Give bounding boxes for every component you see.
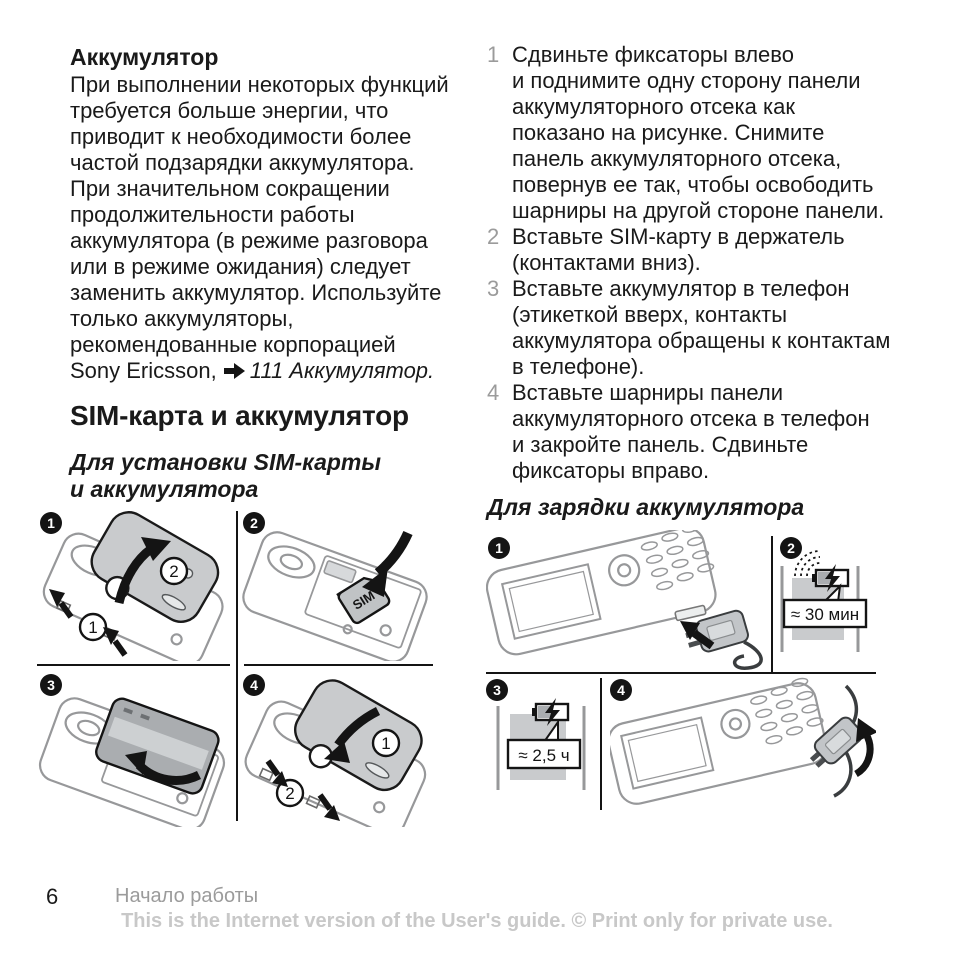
phone-battery-insert-illustration [38,697,226,827]
latch-arrow-icon [58,601,74,619]
step-number: 2 [487,224,500,249]
insert-arrow-icon [374,530,413,577]
figure-badge: 2 [780,537,802,559]
battery-section-heading: Аккумулятор [70,44,219,70]
figure-charge-4-disconnect: 4 [610,676,876,816]
charger-plug [809,716,864,768]
left-column: Аккумулятор При выполнении некоторых фун… [70,42,475,503]
list-item: 2 Вставьте SIM-карту в держатель (контак… [487,224,917,276]
figure-charge-2-wait-30min: 2 ≈ 30 мин [776,530,874,670]
figure-step-1-remove-cover: 1 2 1 [37,505,234,661]
install-subheading: Для установки SIM-карты и аккумулятора [70,449,382,502]
phone-charger-connect-illustration [486,530,763,670]
figure-step-4-close-cover: 4 1 2 [240,669,433,827]
reference-text: 111 Аккумулятор. [249,358,435,383]
figure-badge: 3 [486,679,508,701]
battery-paragraph: При выполнении некоторых функций требует… [70,72,449,357]
charger-cable [833,751,853,798]
sim-battery-heading: SIM-карта и аккумулятор [70,400,409,431]
reference-arrow-icon [223,363,245,379]
charging-waves-icon [794,550,821,577]
figure-divider-vertical [236,511,238,821]
phone-back-cover-lift-illustration: 2 1 [42,511,224,661]
charge-time-label: ≈ 2,5 ч [518,746,569,765]
figure-step-2-insert-sim: 2 SIM [240,505,433,661]
figure-charge-3-wait-2-5h: 3 ≈ 2,5 ч [486,676,598,810]
plug-arrow-icon [691,629,715,650]
footer-legal-text: This is the Internet version of the User… [121,910,833,932]
battery-reference-line: Sony Ericsson, 111 Аккумулятор. [70,358,475,384]
figure-badge: 1 [40,512,62,534]
battery-charging-icon [532,698,570,726]
figure-badge: 3 [40,674,62,696]
figure-badge: 4 [610,679,632,701]
phone-sim-insert-illustration: SIM [242,530,428,661]
remove-arrow-icon [853,732,874,778]
figure-step-3-insert-battery: 3 [37,669,234,827]
battery-charging-icon [812,564,850,592]
latch-arrow-icon [112,639,128,657]
step-number: 3 [487,276,500,301]
step-text: Сдвиньте фиксаторы влево и поднимите одн… [512,42,885,223]
figure-divider-horizontal [244,664,433,666]
charge-time-label: ≈ 30 мин [791,605,859,624]
figure-badge: 4 [243,674,265,696]
figure-divider-vertical [771,536,773,672]
figure-divider-horizontal [486,672,876,674]
latch-arrow-icon [265,759,281,777]
phone-cover-close-illustration: 1 2 [244,679,427,827]
step-number: 4 [487,380,500,405]
step-text: Вставьте шарниры панели аккумуляторного … [512,380,870,483]
battery [95,697,220,795]
figure-divider-horizontal [37,664,230,666]
page-number: 6 [46,884,59,909]
list-item: 1 Сдвиньте фиксаторы влево и поднимите о… [487,42,917,224]
sim-battery-install-figure: 1 2 1 [37,505,433,827]
charging-figure: 1 [486,530,878,822]
charge-subheading: Для зарядки аккумулятора [487,494,805,520]
step-text: Вставьте аккумулятор в телефон (этикетко… [512,276,891,379]
footer-section-title: Начало работы [115,885,259,907]
lift-arrow-icon [114,545,154,605]
reference-prefix: Sony Ericsson, [70,358,217,383]
sim-card: SIM [336,576,391,625]
figure-charge-1-connect: 1 [486,530,770,670]
charging-2-5h-illustration: ≈ 2,5 ч [496,698,586,790]
lift-arrow-head [141,537,171,561]
right-column: 1 Сдвиньте фиксаторы влево и поднимите о… [487,42,917,521]
figure-divider-vertical [600,678,602,810]
charging-30min-illustration: ≈ 30 мин [780,550,868,652]
close-arrow-icon [334,706,381,748]
charger-cable [733,640,763,670]
circled-step-number: 2 [285,784,294,803]
phone-charger-disconnect-illustration [610,677,876,805]
list-item: 4 Вставьте шарниры панели аккумуляторног… [487,380,917,484]
latch-arrow-icon [317,793,333,811]
list-item: 3 Вставьте аккумулятор в телефон (этикет… [487,276,917,380]
step-number: 1 [487,42,500,67]
circled-step-number: 1 [88,618,97,637]
circled-step-number: 1 [381,734,390,753]
circled-step-number: 2 [169,562,178,581]
figure-badge: 1 [488,537,510,559]
figure-badge: 2 [243,512,265,534]
step-text: Вставьте SIM-карту в держатель (контакта… [512,224,845,275]
